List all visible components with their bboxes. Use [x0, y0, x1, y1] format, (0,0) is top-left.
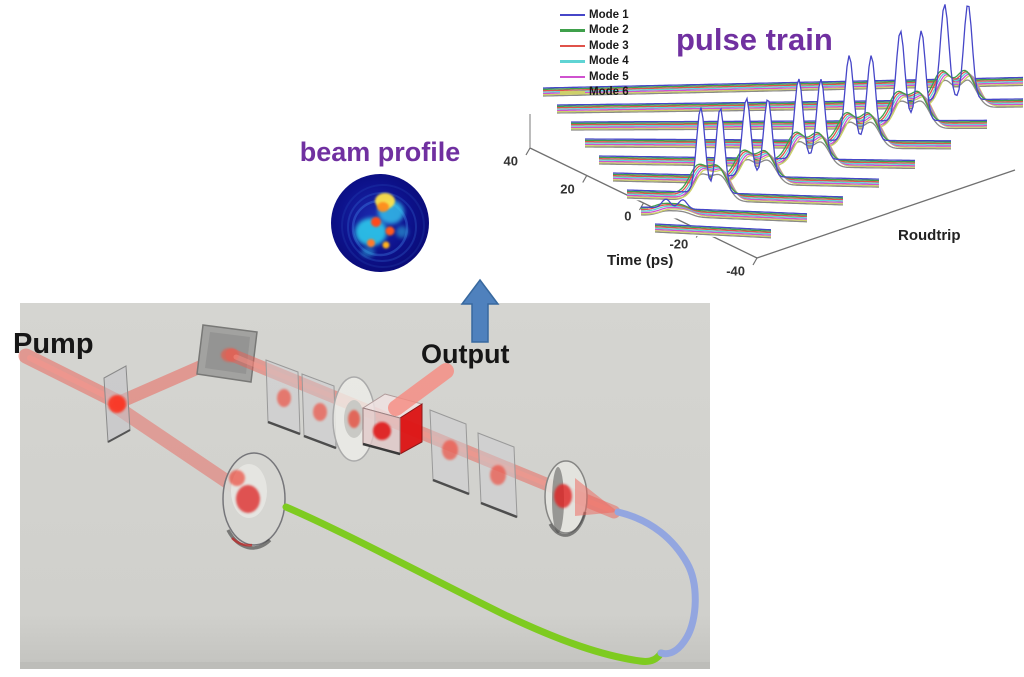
trace-line-mode-5 — [654, 228, 772, 236]
trace-line-mode-6 — [556, 75, 1023, 113]
legend-label: Mode 3 — [589, 39, 629, 52]
waterfall-traces — [542, 4, 1024, 240]
time-tick-label: -40 — [726, 263, 745, 279]
roundtrip-trace-1 — [654, 223, 772, 240]
legend-label: Mode 1 — [589, 8, 629, 21]
trace-line-mode-1 — [557, 4, 1024, 106]
trace-line-mode-5 — [613, 153, 879, 186]
trace-line-mode-6 — [599, 136, 916, 168]
trace-line-mode-4 — [599, 134, 916, 166]
roundtrip-trace-2 — [640, 198, 808, 224]
trace-line-mode-6 — [655, 230, 772, 238]
trace-line-mode-5 — [571, 94, 987, 129]
trace-line-mode-2 — [612, 149, 880, 182]
fiber-collimator — [222, 452, 286, 550]
legend-label: Mode 2 — [589, 24, 629, 37]
trace-line-mode-3 — [641, 204, 808, 218]
legend-line-swatch — [560, 13, 585, 16]
roundtrip-trace-5 — [598, 78, 916, 171]
trace-line-mode-5 — [557, 73, 1024, 112]
trace-line-mode-3 — [613, 150, 879, 183]
legend: Mode 1 Mode 2 Mode 3 Mode 4 Mode 5 Mode 6 — [560, 7, 629, 100]
glass-plate-d — [477, 432, 518, 519]
trace-line-mode-3 — [654, 226, 772, 234]
pulse-train-label: pulse train — [676, 22, 833, 57]
trace-line-mode-4 — [641, 205, 808, 219]
roundtrip-trace-3 — [626, 107, 844, 207]
legend-label: Mode 5 — [589, 70, 629, 83]
fold-mirror — [196, 324, 258, 383]
time-tick-label: 20 — [560, 181, 575, 196]
glass-plate-b — [301, 373, 337, 450]
trace-line-mode-1 — [571, 29, 987, 123]
time-tick-label: 0 — [624, 208, 632, 224]
glass-plate-a — [265, 359, 301, 436]
beam-spot — [108, 395, 126, 413]
cavity-beam-diagonal — [111, 401, 251, 500]
trace-line-mode-2 — [557, 69, 1023, 107]
legend-item-mode-1: Mode 1 — [560, 7, 629, 23]
trace-line-mode-2 — [626, 163, 844, 199]
fiber-blue — [614, 508, 699, 658]
roundtrip-trace-8 — [556, 4, 1024, 115]
time-tick-label: -20 — [669, 236, 689, 251]
output-beam — [388, 363, 454, 416]
trace-line-mode-3 — [571, 91, 987, 126]
trace-line-mode-3 — [599, 132, 915, 164]
pump-label: Pump — [13, 328, 94, 360]
pump-beam-core — [27, 355, 121, 405]
legend-item-mode-5: Mode 5 — [560, 69, 629, 85]
dichroic-mirror — [103, 365, 131, 443]
legend-line-swatch — [560, 91, 585, 94]
roundtrip-trace-4 — [612, 96, 880, 190]
time-axis-label: Time (ps) — [607, 252, 674, 269]
time-tick-label: 40 — [503, 153, 518, 169]
glass-plate-c — [429, 409, 470, 496]
beam-profile-image — [331, 174, 429, 272]
roundtrip-trace-7 — [570, 29, 988, 132]
legend-item-mode-3: Mode 3 — [560, 38, 629, 54]
trace-line-mode-1 — [640, 198, 808, 215]
trace-line-mode-4 — [613, 152, 880, 184]
fiber-green — [282, 503, 665, 665]
trace-line-mode-4 — [557, 72, 1023, 110]
trace-line-mode-6 — [613, 154, 880, 187]
trace-line-mode-1 — [626, 107, 844, 198]
trace-line-mode-4 — [571, 93, 987, 127]
trace-line-mode-5 — [641, 206, 808, 220]
legend-item-mode-2: Mode 2 — [560, 23, 629, 39]
trace-line-mode-6 — [640, 208, 808, 222]
focus-cone — [575, 478, 618, 516]
legend-line-swatch — [560, 60, 585, 63]
bench-surface — [20, 303, 710, 669]
roundtrip-axis-label: Roudtrip — [898, 227, 961, 244]
trace-line-mode-1 — [613, 96, 879, 180]
legend-label: Mode 6 — [589, 86, 629, 99]
trace-line-mode-2 — [598, 131, 916, 163]
trace-line-mode-2 — [571, 90, 987, 124]
bench-edge — [20, 662, 710, 669]
plot-axes — [525, 114, 1016, 266]
trace-line-mode-2 — [640, 202, 808, 216]
trace-line-mode-4 — [654, 227, 772, 235]
legend-label: Mode 4 — [589, 55, 629, 68]
optical-bench — [18, 303, 710, 669]
legend-line-swatch — [560, 44, 585, 47]
legend-item-mode-4: Mode 4 — [560, 54, 629, 70]
legend-line-swatch — [560, 29, 585, 32]
beam-profile-label: beam profile — [299, 137, 461, 167]
up-arrow-icon — [460, 278, 500, 343]
legend-line-swatch — [560, 75, 585, 78]
trace-line-mode-2 — [654, 224, 772, 232]
legend-item-mode-6: Mode 6 — [560, 85, 629, 101]
trace-line-mode-6 — [570, 95, 987, 130]
trace-line-mode-1 — [654, 223, 772, 231]
output-label: Output — [421, 339, 510, 369]
